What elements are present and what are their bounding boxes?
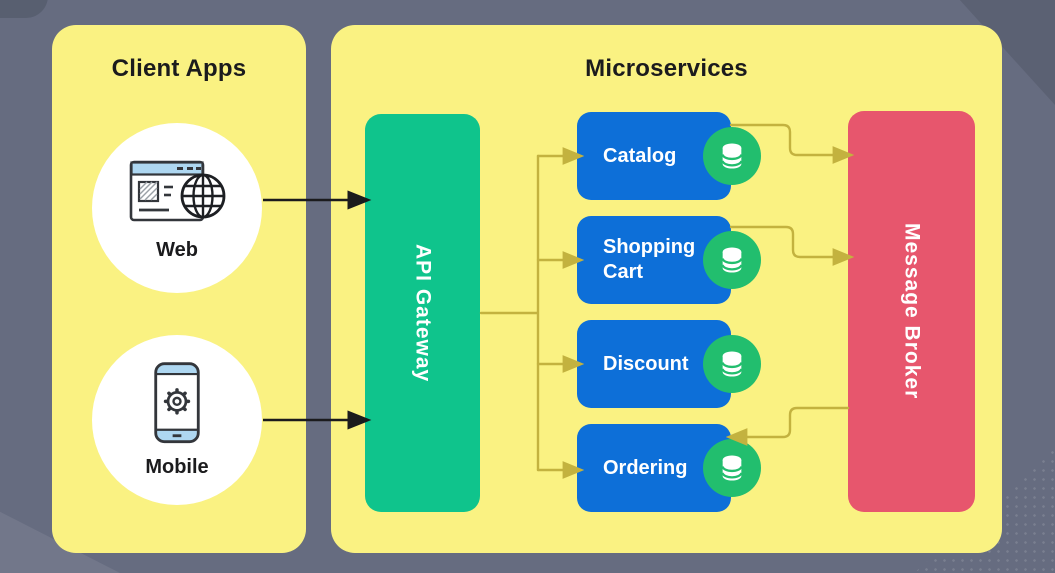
web-client-node: Web <box>92 123 262 293</box>
client-apps-panel: Client Apps <box>52 25 306 553</box>
database-icon <box>703 439 761 497</box>
api-gateway-label: API Gateway <box>411 243 435 383</box>
mobile-client-node: Mobile <box>92 335 262 505</box>
database-icon <box>703 231 761 289</box>
api-gateway-box: API Gateway <box>365 114 480 512</box>
microservices-panel: Microservices API Gateway Catalog Shoppi… <box>331 25 1002 553</box>
message-broker-box: Message Broker <box>848 111 975 512</box>
mobile-gear-icon <box>153 361 201 450</box>
service-label: Shopping Cart <box>603 236 696 283</box>
service-label: Catalog <box>603 144 677 167</box>
service-label: Discount <box>603 352 689 375</box>
mobile-label: Mobile <box>145 456 209 478</box>
background-corner-shape <box>0 0 48 18</box>
web-label: Web <box>156 239 198 261</box>
database-icon <box>703 335 761 393</box>
client-apps-title: Client Apps <box>111 55 247 82</box>
message-broker-label: Message Broker <box>900 223 924 400</box>
browser-globe-icon <box>125 154 229 233</box>
microservices-title: Microservices <box>585 55 748 82</box>
service-label: Ordering <box>603 456 688 479</box>
database-icon <box>703 127 761 185</box>
